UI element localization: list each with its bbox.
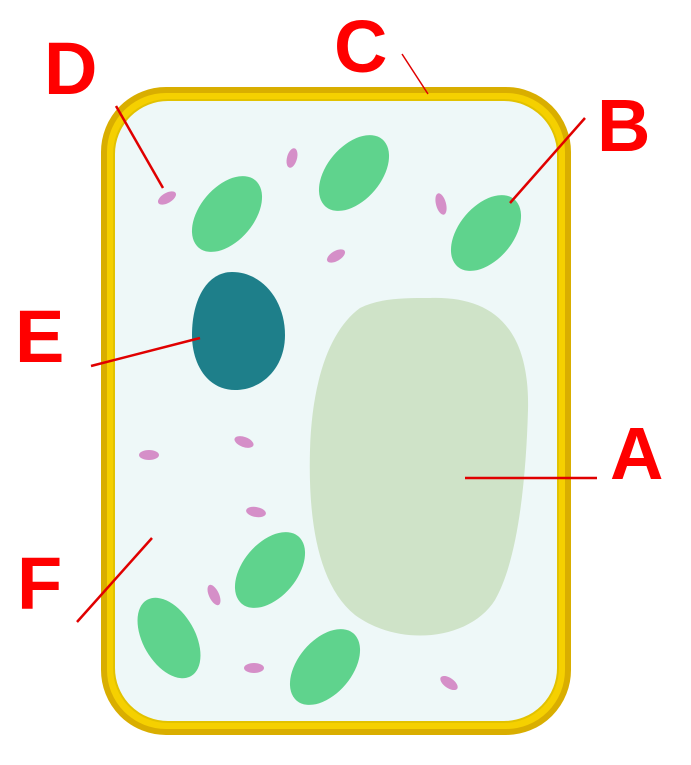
mitochondrion [157,191,177,205]
leader-line-b [509,117,586,204]
chloroplast [318,135,390,211]
chloroplast [450,195,522,271]
label-b: B [597,84,650,167]
label-e: E [15,295,64,378]
mitochondrion [139,450,159,460]
nucleus [192,272,285,390]
mitochondrion [286,148,298,168]
leader-line-e [90,336,201,368]
label-f: F [17,542,62,625]
chloroplast [137,597,201,679]
mitochondrion [244,663,264,673]
label-c: C [334,5,387,88]
mitochondrion [326,249,346,263]
label-d: D [44,27,97,110]
mitochondrion [435,193,447,215]
vacuole [309,297,529,636]
chloroplast [289,629,361,705]
mitochondrion [246,506,266,518]
leader-line-c [401,53,429,95]
leader-line-d [114,105,165,189]
mitochondrion [207,584,221,606]
leader-line-f [76,537,153,623]
chloroplast [234,532,306,608]
mitochondrion [234,436,254,448]
label-a: A [610,412,663,495]
chloroplast [191,176,263,252]
mitochondrion [440,675,458,691]
